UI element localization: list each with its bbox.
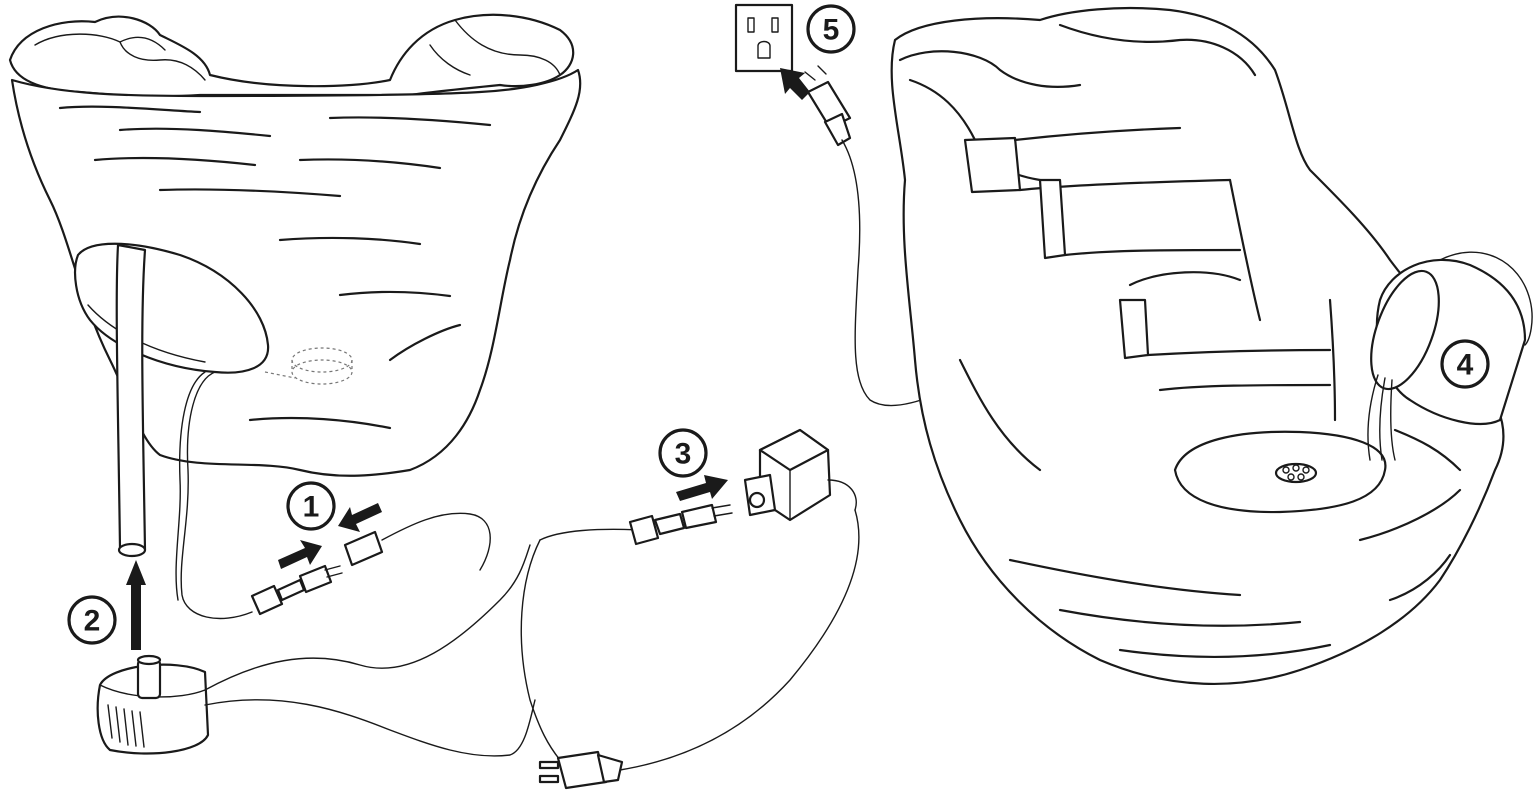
pump-icon	[96, 544, 536, 757]
step-label: 2	[84, 605, 101, 638]
step-badge-2: 2	[67, 595, 117, 645]
power-adapter-icon	[743, 428, 857, 522]
connector-icon	[539, 503, 733, 546]
step-badge-1: 1	[286, 481, 336, 531]
step-badge-4: 4	[1440, 339, 1490, 389]
step-badge-5: 5	[806, 4, 856, 54]
step-label: 3	[675, 438, 692, 471]
step-label: 5	[823, 14, 840, 47]
arrow-icon	[278, 540, 322, 569]
watering-can-icon	[1367, 251, 1533, 461]
step-badge-3: 3	[658, 428, 708, 478]
arrow-icon	[126, 560, 146, 650]
plug-icon	[804, 65, 936, 407]
arrow-icon	[676, 475, 728, 501]
connector-icon	[250, 512, 491, 616]
step-label: 1	[303, 491, 320, 524]
arrow-icon	[338, 503, 382, 532]
wall-outlet-icon	[734, 3, 794, 73]
step-label: 4	[1457, 349, 1474, 382]
arrow-icon	[780, 68, 810, 100]
waterfall-fountain-illustration	[890, 6, 1505, 686]
plug-icon	[520, 509, 860, 790]
fountain-basin-illustration	[8, 13, 582, 620]
